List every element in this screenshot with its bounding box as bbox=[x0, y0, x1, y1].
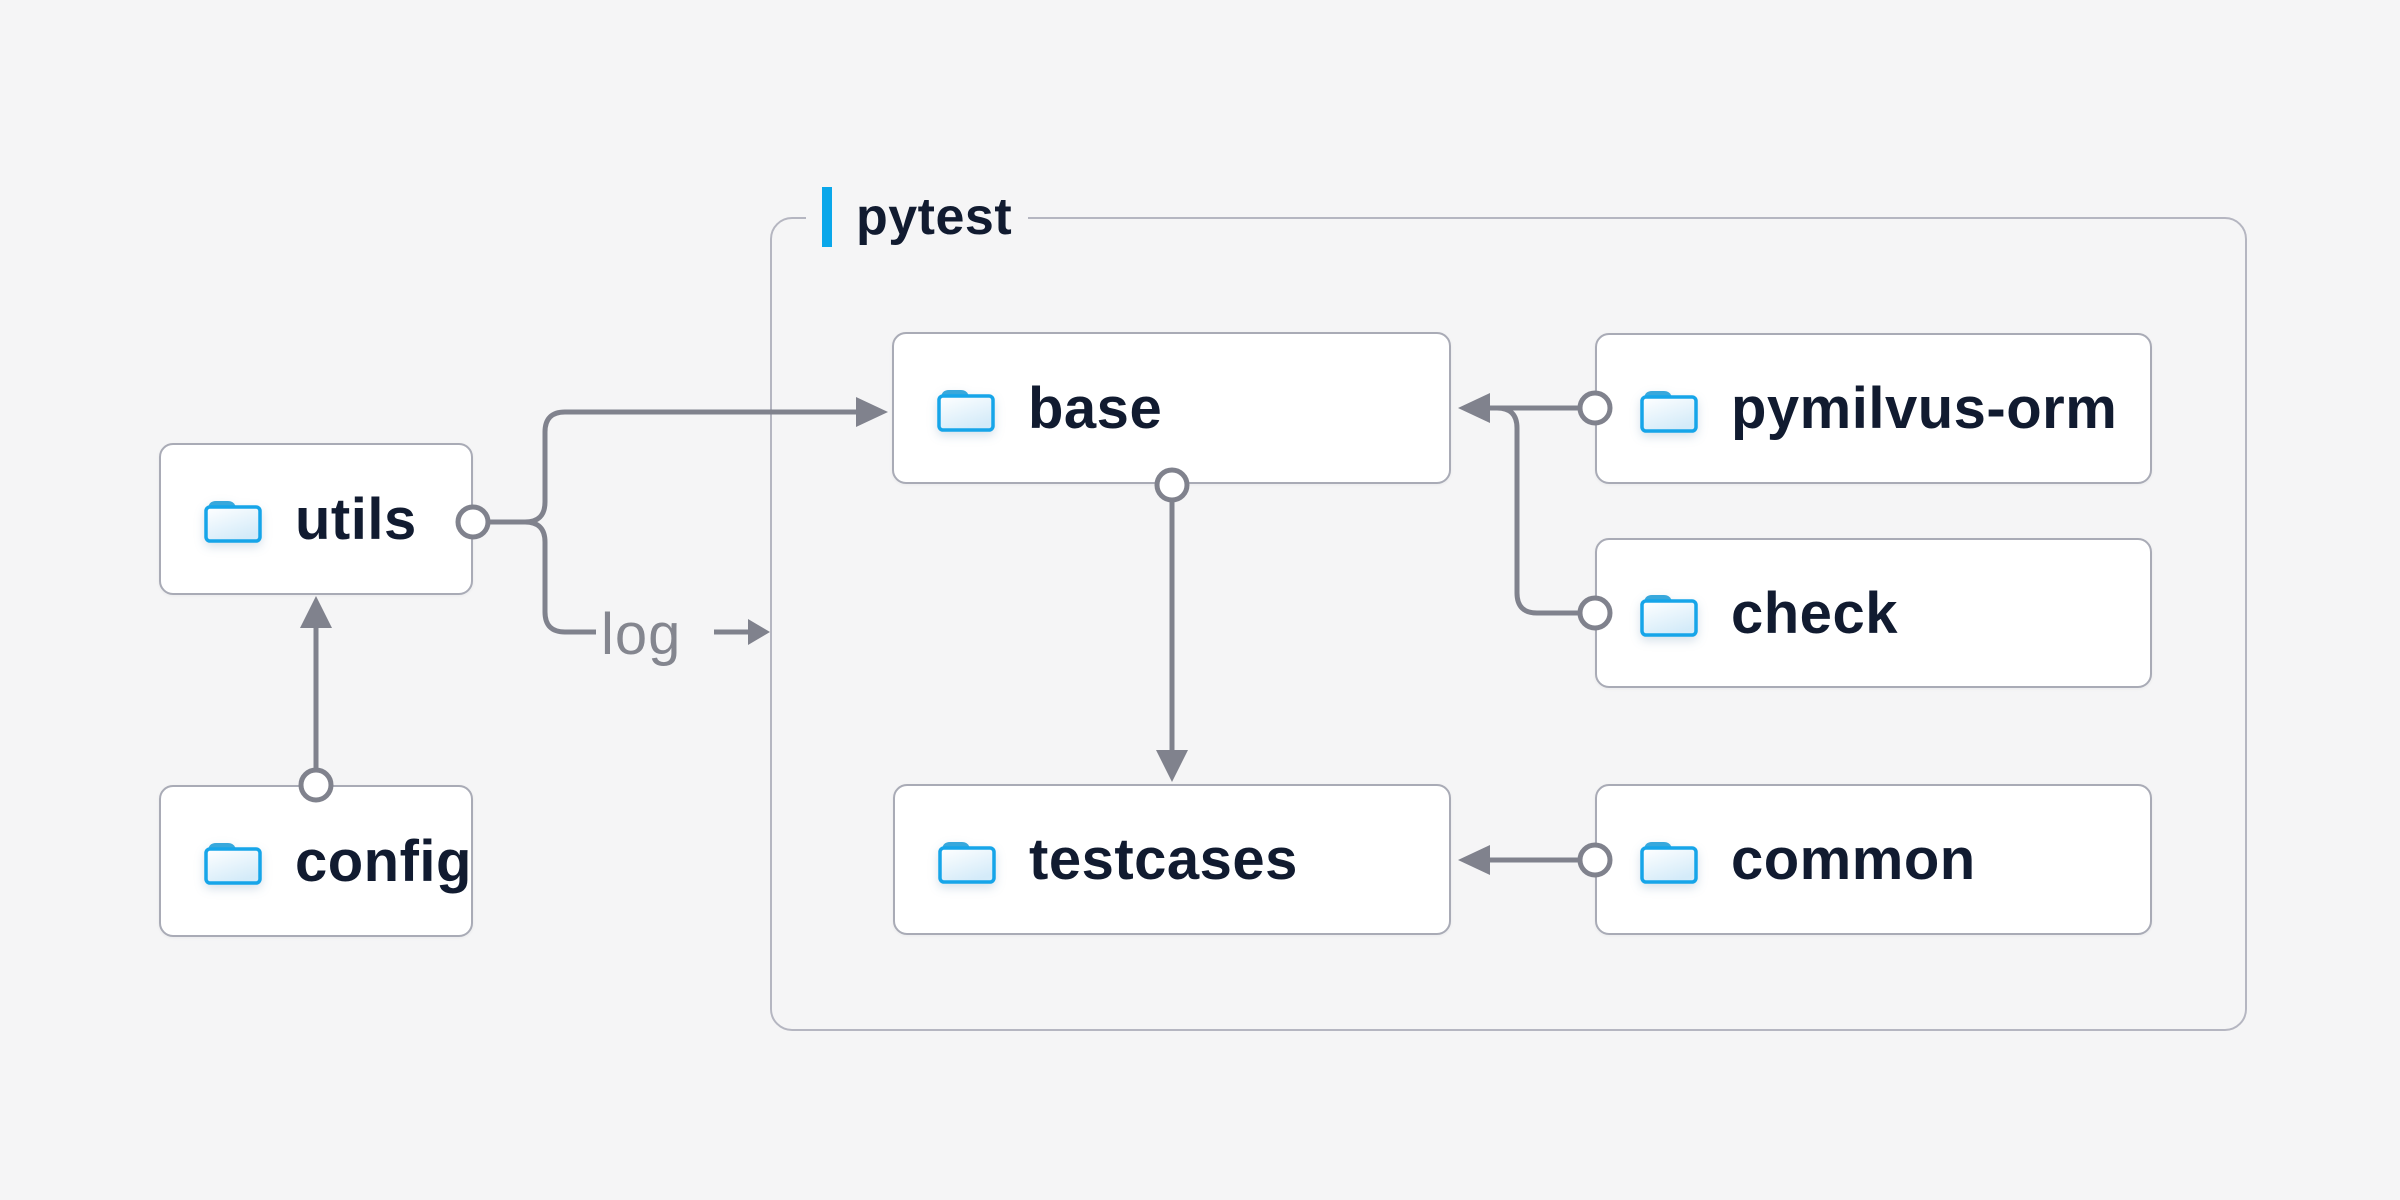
folder-icon bbox=[204, 843, 262, 885]
folder-icon bbox=[204, 501, 262, 543]
node-label-base: base bbox=[1028, 375, 1163, 441]
node-label-common: common bbox=[1731, 827, 1976, 892]
node-common: common bbox=[1595, 784, 2152, 935]
node-pymilvus-orm: pymilvus-orm bbox=[1595, 333, 2152, 484]
node-label-check: check bbox=[1731, 580, 1898, 646]
folder-icon bbox=[1640, 390, 1698, 433]
node-label-utils: utils bbox=[295, 486, 417, 552]
accent-bar-icon bbox=[822, 187, 832, 247]
node-label-config: config bbox=[295, 828, 472, 894]
pytest-group-container bbox=[770, 217, 2247, 1031]
node-check: check bbox=[1595, 538, 2152, 688]
edge-label-log: log bbox=[601, 602, 682, 667]
node-testcases: testcases bbox=[893, 784, 1451, 935]
folder-icon bbox=[938, 841, 996, 884]
edge-config-utils bbox=[300, 596, 332, 769]
node-base: base bbox=[892, 332, 1451, 484]
node-label-pymilvus-orm: pymilvus-orm bbox=[1731, 376, 2118, 441]
node-config: config bbox=[159, 785, 473, 937]
folder-icon bbox=[1640, 841, 1698, 884]
node-utils: utils bbox=[159, 443, 473, 595]
pytest-group-label: pytest bbox=[806, 186, 1029, 248]
node-label-testcases: testcases bbox=[1029, 827, 1298, 892]
pytest-group-title: pytest bbox=[856, 188, 1013, 246]
folder-icon bbox=[1640, 595, 1698, 637]
folder-icon bbox=[937, 390, 995, 432]
